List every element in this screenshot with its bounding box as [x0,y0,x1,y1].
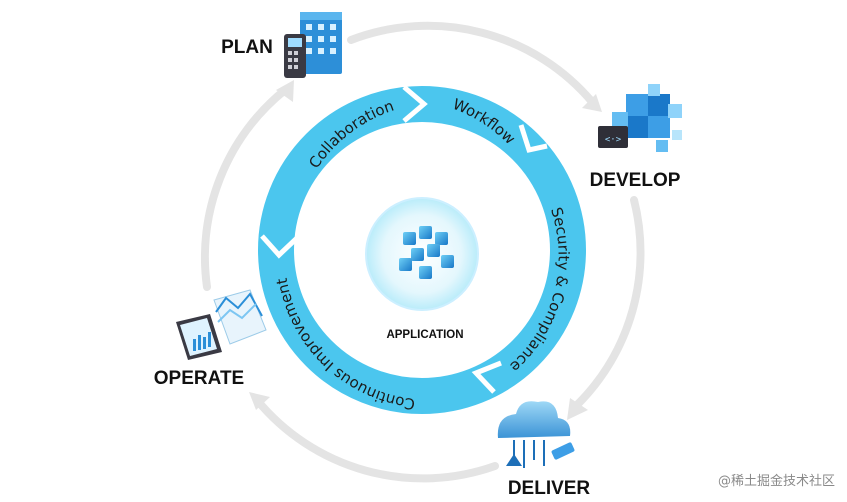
outer-arrow-plan-develop [347,21,602,112]
cloud-deploy-icon [497,401,575,468]
stage-plan: PLAN [221,12,342,78]
inner-ring [258,85,586,414]
code-blocks-icon: <·> [598,84,682,152]
stage-develop: <·> DEVELOP [590,84,682,191]
stage-deliver: DELIVER [497,401,591,499]
stage-label-develop: DEVELOP [590,170,681,191]
stage-operate: OPERATE [154,289,267,389]
cube-cluster-icon [399,226,454,279]
stage-label-operate: OPERATE [154,368,244,389]
watermark-text: @稀土掘金技术社区 [718,473,835,489]
monitor-chart-icon [176,289,267,360]
building-icon [284,12,342,78]
outer-arrow-develop-deliver [567,196,645,420]
stage-label-deliver: DELIVER [508,478,591,499]
outer-arrow-operate-plan [201,80,294,291]
outer-arrow-deliver-operate [249,392,499,483]
stage-label-plan: PLAN [221,37,273,58]
application-label: APPLICATION [386,329,463,341]
outer-cycle [201,21,645,483]
svg-text:<·>: <·> [605,135,622,145]
ring-separators [260,85,548,394]
application-core: APPLICATION [365,197,479,341]
